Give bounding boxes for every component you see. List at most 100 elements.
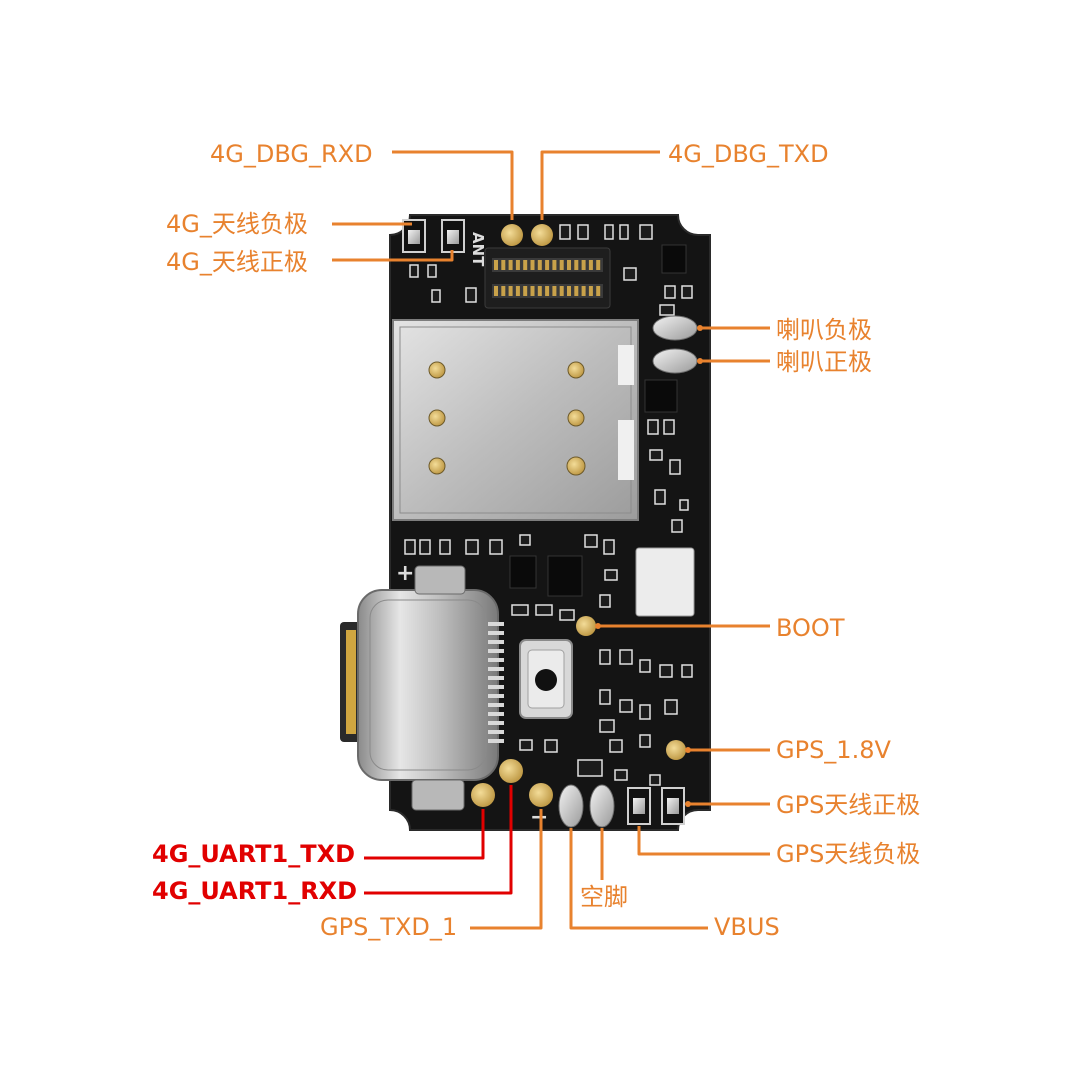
- connector-pin: [545, 260, 550, 270]
- connector-pin: [508, 286, 513, 296]
- smd-part: [614, 769, 628, 781]
- smd-part: [465, 539, 479, 555]
- silkscreen-plus: +: [396, 561, 414, 586]
- pad-spk-neg: [652, 315, 698, 341]
- label-nc: 空脚: [580, 883, 628, 911]
- connector-pin: [574, 260, 579, 270]
- leader-end-dot: [685, 801, 691, 807]
- smd-part: [619, 224, 629, 240]
- smd-part: [679, 499, 689, 511]
- pad-gps-18v: [666, 740, 686, 760]
- usb-pin: [488, 658, 504, 662]
- silkscreen-minus: −: [530, 805, 548, 830]
- connector-pin: [574, 286, 579, 296]
- ic-chip: [509, 555, 537, 589]
- smd-part: [603, 539, 615, 555]
- usb-pin: [488, 676, 504, 680]
- smd-part: [604, 569, 618, 581]
- connector-pin: [523, 260, 528, 270]
- label-vbus: VBUS: [714, 913, 780, 941]
- connector-pin: [559, 260, 564, 270]
- label-gps-txd: GPS_TXD_1: [320, 913, 458, 941]
- smd-part: [519, 534, 531, 546]
- ic-chip: [644, 379, 678, 413]
- connector-pin: [515, 286, 520, 296]
- leader-gps-ant-neg: [637, 826, 770, 856]
- usb-pin: [488, 685, 504, 689]
- usb-pin: [488, 721, 504, 725]
- usb-pin: [488, 667, 504, 671]
- smd-part: [511, 604, 529, 616]
- smd-part: [599, 649, 611, 665]
- smd-part: [619, 699, 633, 713]
- smd-part: [427, 264, 437, 278]
- gps-module: [635, 547, 695, 617]
- pad-uart-txd: [471, 783, 495, 807]
- pad-vbus: [558, 784, 584, 828]
- connector-pin: [552, 286, 557, 296]
- usb-pin: [488, 730, 504, 734]
- sim-card-holder: [392, 319, 639, 521]
- connector-pin: [545, 286, 550, 296]
- smd-part: [681, 285, 693, 299]
- pad-gps-txd: [529, 783, 553, 807]
- smd-part: [649, 449, 663, 461]
- smd-part: [577, 759, 603, 777]
- smd-part: [431, 289, 441, 303]
- label-gps-18v: GPS_1.8V: [776, 736, 891, 764]
- leader-uart-rxd: [364, 785, 513, 895]
- label-dbg-rxd: 4G_DBG_RXD: [210, 140, 373, 168]
- leader-end-dot: [697, 325, 703, 331]
- smd-part: [535, 604, 553, 616]
- usb-pin: [488, 649, 504, 653]
- smd-part: [663, 419, 675, 435]
- smd-part: [599, 594, 611, 608]
- connector-pin: [537, 286, 542, 296]
- board-connector: [484, 247, 611, 309]
- usb-pin: [488, 640, 504, 644]
- smd-part: [681, 664, 693, 678]
- smd-part: [519, 739, 533, 751]
- label-uart-rxd: 4G_UART1_RXD: [152, 877, 358, 905]
- smd-part: [559, 224, 571, 240]
- smd-part: [584, 534, 598, 548]
- smd-part: [659, 304, 675, 316]
- smd-part: [577, 224, 589, 240]
- leader-vbus: [569, 828, 708, 930]
- connector-pin: [515, 260, 520, 270]
- smd-components: [404, 224, 693, 786]
- usb-c-connector: [340, 565, 499, 811]
- smd-part: [649, 774, 661, 786]
- pad-boot: [576, 616, 596, 636]
- smd-part: [659, 664, 673, 678]
- usb-c-pins: [488, 622, 504, 743]
- boot-button: [519, 639, 573, 719]
- connector-pin: [581, 286, 586, 296]
- smd-part: [639, 224, 653, 240]
- connector-pin: [552, 260, 557, 270]
- leader-uart-txd: [364, 809, 485, 860]
- label-boot: BOOT: [776, 614, 845, 642]
- smd-part: [489, 539, 503, 555]
- smd-part: [619, 649, 633, 665]
- leader-end-dot: [697, 358, 703, 364]
- smd-part: [639, 659, 651, 673]
- smd-part: [419, 539, 431, 555]
- label-spk-pos: 喇叭正极: [776, 348, 872, 376]
- leader-gps-txd: [470, 809, 543, 930]
- connector-pin: [494, 286, 498, 296]
- usb-pin: [488, 739, 504, 743]
- smd-part: [671, 519, 683, 533]
- connector-pin: [501, 286, 506, 296]
- connector-pin: [581, 260, 586, 270]
- pad-uart-rxd: [499, 759, 523, 783]
- smd-part: [664, 699, 678, 715]
- pad-nc: [589, 784, 615, 828]
- smd-part: [669, 459, 681, 475]
- pad-dbg-rxd: [501, 224, 523, 246]
- label-gps-ant-neg: GPS天线负极: [776, 840, 921, 868]
- smd-part: [599, 719, 615, 733]
- smd-part: [639, 704, 651, 720]
